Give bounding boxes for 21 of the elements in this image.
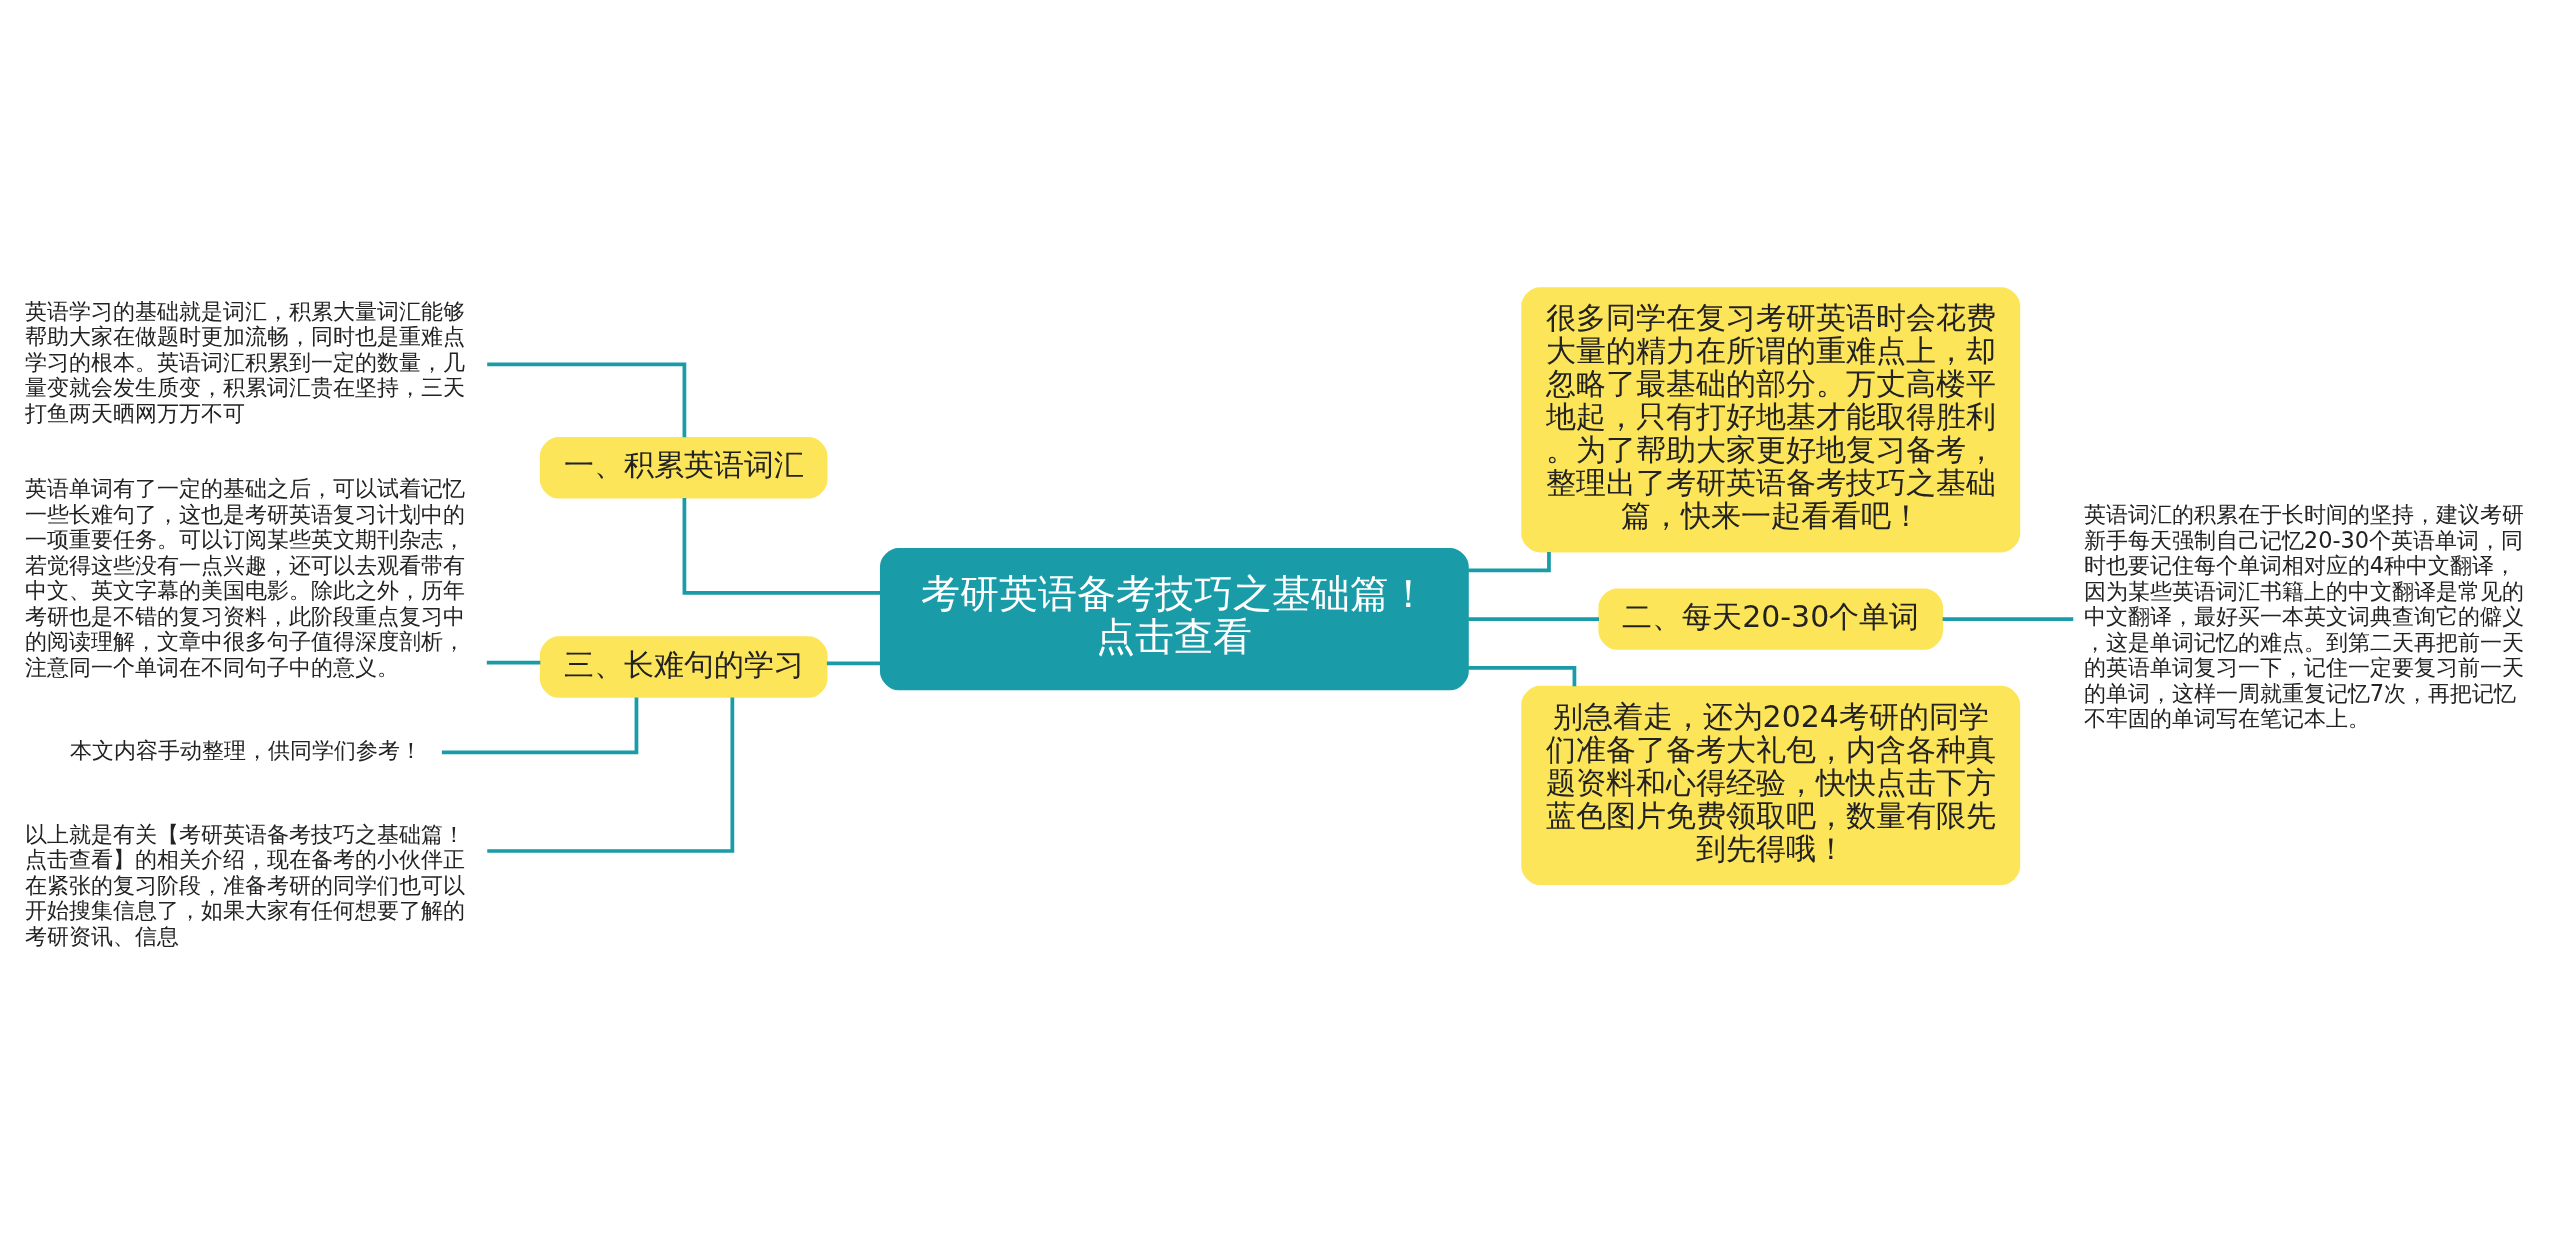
connector [441,697,639,755]
connector [487,697,735,853]
connector [826,661,881,666]
node-box: 很多同学在复习考研英语时会花费大量的精力在所谓的重难点上，却忽略了最基础的部分。万丈高楼平地起，只有打好地基才能取得胜利。为了帮助大家更好地复习备考，整理出了考研英语备考技巧之基础篇，快来一起看看吧！ [1521,287,2021,553]
node-text: 本文内容手动整理，供同学们参考！ [70,736,423,763]
node-text: 英语词汇的积累在于长时间的坚持，建议考研新手每天强制自己记忆20-30个英语单词，同时也要记住每个单词相对应的4种中文翻译，因为某些英语词汇书籍上的中文翻译是常见的中文翻译，最好买一本英文词典查询它的僻义，这是单词记忆的难点。到第二天再把前一天的英语单词复习一下，记住一定要复习前一天的单词，这样一周就重复记忆7次，再把记忆不牢固的单词写在笔记本上。 [2083,501,2524,732]
connector [1468,617,1599,621]
node-box: 三、长难句的学习 [539,636,828,698]
connector [1468,551,1551,573]
connector [486,660,541,665]
node-box: 一、积累英语词汇 [539,437,828,499]
connector [487,362,687,438]
node-text: 英语单词有了一定的基础之后，可以试着记忆一些长难句了，这也是考研英语复习计划中的一项重要任务。可以订阅某些英文期刊杂志，若觉得这些没有一点兴趣，还可以去观看带有中文、英文字幕的美国电影。除此之外，历年考研也是不错的复习资料，此阶段重点复习中的阅读理解，文章中很多句子值得深度剖析，注意同一个单词在不同句子中的意义。 [25,475,466,680]
connector [1468,665,1577,687]
node-box: 别急着走，还为2024考研的同学们准备了备考大礼包，内含各种真题资料和心得经验，快快点击下方蓝色图片免费领取吧，数量有限先到先得哦！ [1521,685,2021,886]
node-text: 英语学习的基础就是词汇，积累大量词汇能够帮助大家在做题时更加流畅，同时也是重难点学习的根本。英语词汇积累到一定的数量，几量变就会发生质变，积累词汇贵在坚持，三天打鱼两天晒网万万不可 [25,297,466,426]
connector [682,498,881,595]
node-box: 二、每天20-30个单词 [1598,588,1943,650]
node-text: 以上就是有关【考研英语备考技巧之基础篇！点击查看】的相关介绍，现在备考的小伙伴正在紧张的复习阶段，准备考研的同学们也可以开始搜集信息了，如果大家有任何想要了解的考研资讯、信息 [25,820,466,949]
node-box: 考研英语备考技巧之基础篇！点击查看 [879,547,1469,691]
connector [1942,617,2074,621]
